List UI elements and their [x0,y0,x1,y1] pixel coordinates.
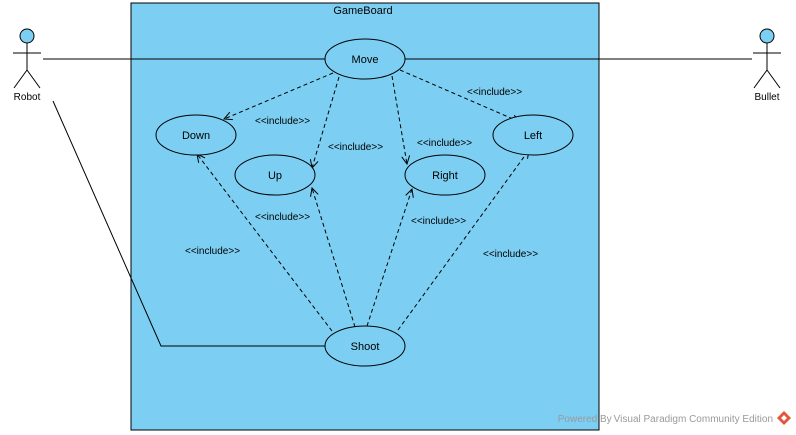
actor-head-icon [759,28,775,44]
use-case-shoot[interactable]: Shoot [324,325,406,367]
include-move-right [391,75,407,164]
include-label: <<include>> [483,249,538,260]
include-label: <<include>> [185,246,240,257]
associations [43,58,752,347]
system-title: GameBoard [333,5,392,17]
use-case-label: Right [432,170,458,182]
include-move-up [312,76,340,168]
actor-label-bullet: Bullet [754,92,779,103]
include-shoot-down [197,154,333,332]
use-case-label: Left [524,130,542,142]
include-shoot-right [366,189,412,327]
include-move-left [399,69,520,122]
use-case-label: Up [268,170,282,182]
include-label: <<include>> [411,216,466,227]
include-shoot-up [312,188,356,328]
include-label: <<include>> [255,212,310,223]
use-case-move[interactable]: Move [324,38,406,80]
use-case-label: Shoot [351,341,380,353]
actor-head-icon [19,28,35,44]
use-case-down[interactable]: Down [155,114,237,156]
include-label: <<include>> [255,116,310,127]
use-case-label: Move [352,54,379,66]
include-label: <<include>> [417,138,472,149]
visual-paradigm-logo-icon [777,411,791,425]
include-shoot-left [397,150,529,331]
association-robot-shoot [52,100,326,347]
include-labels: <<include>> <<include>> <<include>> <<in… [185,87,538,260]
include-move-down [224,72,334,119]
watermark-text: Powered By Visual Paradigm Community Edi… [558,414,773,425]
use-case-label: Down [182,130,210,142]
include-label: <<include>> [467,87,522,98]
actor-bullet[interactable] [753,28,781,89]
include-lines [197,69,529,332]
use-case-left[interactable]: Left [492,114,574,156]
use-case-right[interactable]: Right [404,154,486,196]
use-case-up[interactable]: Up [234,154,316,196]
actor-robot[interactable] [13,28,41,89]
actor-label-robot: Robot [14,92,41,103]
include-label: <<include>> [328,142,383,153]
